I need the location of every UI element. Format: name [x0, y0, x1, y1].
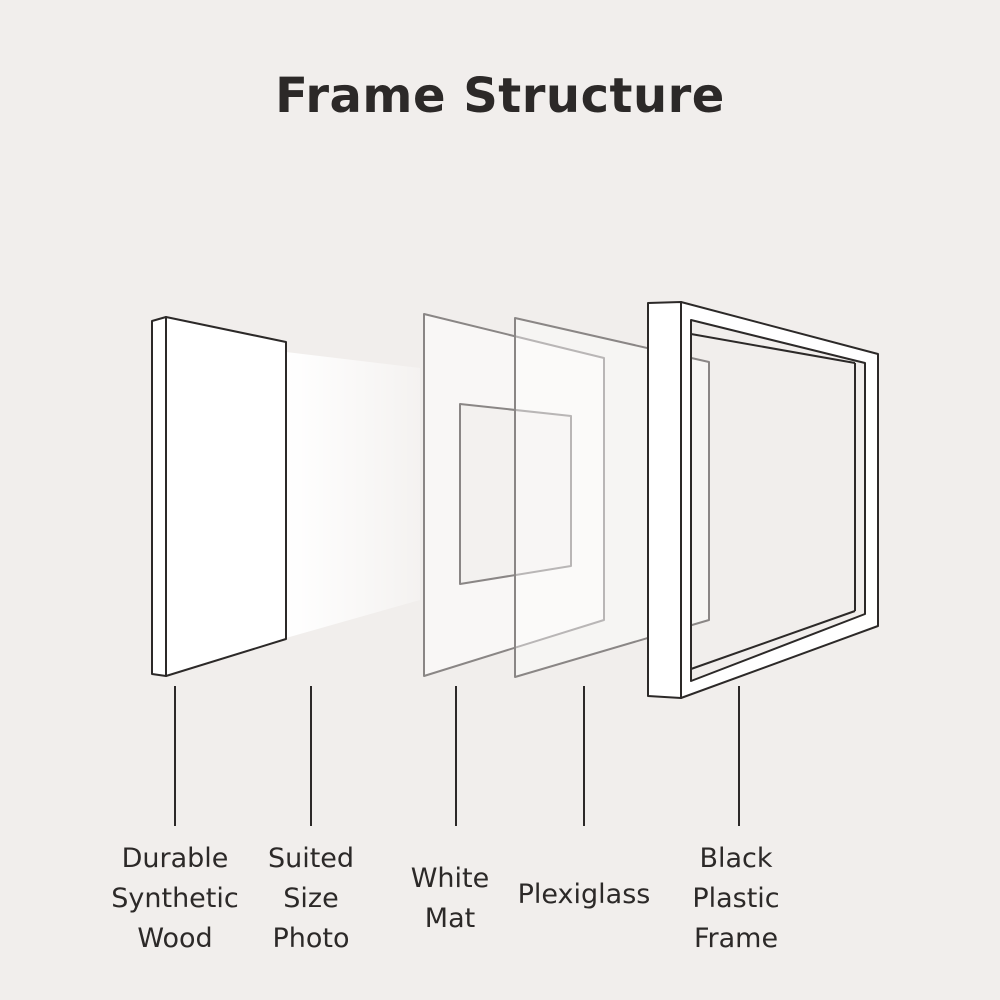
- plastic-frame: [647, 301, 879, 699]
- page-title: Frame Structure: [275, 68, 725, 124]
- label-glass: Plexiglass: [517, 879, 651, 910]
- label-frame: Black Plastic Frame: [692, 843, 780, 954]
- label-backing: Durable Synthetic Wood: [111, 843, 239, 954]
- leader-lines: [174, 686, 740, 826]
- photo-light-beam: [286, 352, 420, 638]
- backing-board: [151, 316, 287, 677]
- label-photo: Suited Size Photo: [267, 843, 355, 954]
- label-mat: White Mat: [410, 863, 490, 934]
